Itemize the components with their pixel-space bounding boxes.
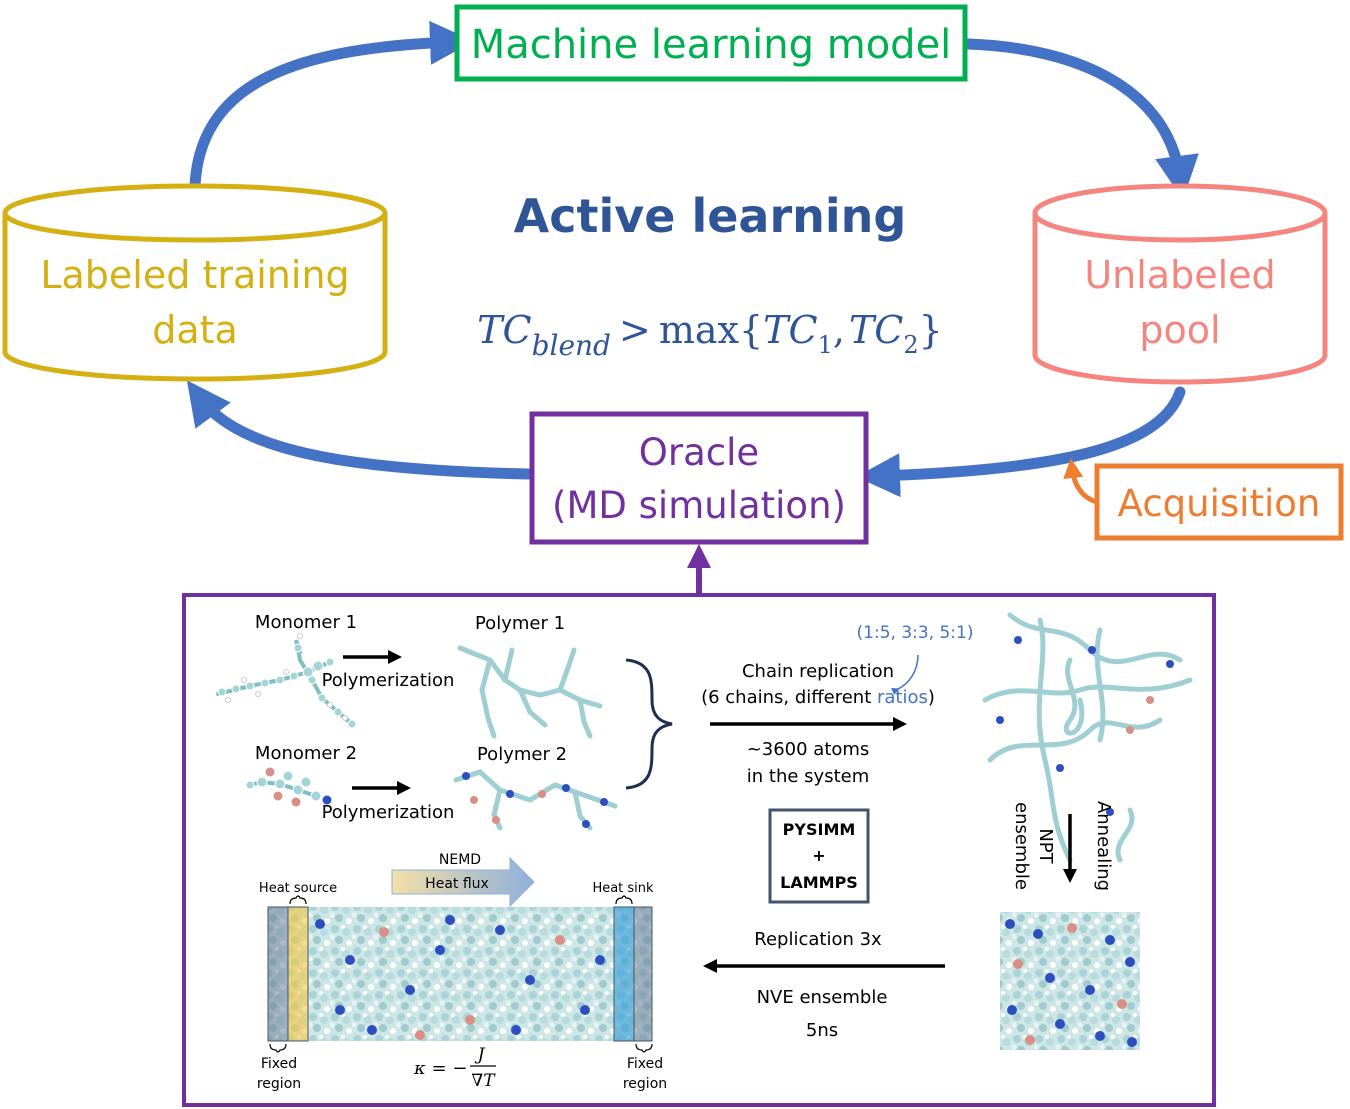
unlabeled-pool-cylinder: Unlabeled pool <box>1032 183 1328 385</box>
unlabeled-pool-line2: pool <box>1139 308 1220 352</box>
nemd-simulation-box <box>267 895 653 1053</box>
chain-ratios-label: (6 chains, different ratios) <box>701 687 935 708</box>
monomer2-molecule <box>245 766 333 808</box>
monomer1-molecule <box>216 633 357 729</box>
arrow-ml-to-unlabeled <box>962 38 1199 200</box>
fixed-region-right <box>633 906 653 1042</box>
pysimm-lammps-box: PYSIMM + LAMMPS <box>768 808 870 904</box>
polymerization2-label: Polymerization <box>322 802 455 823</box>
fixed-region-left <box>267 906 289 1042</box>
kappa-formula: κ = − J ∇T <box>413 1045 496 1091</box>
time-label: 5ns <box>806 1020 838 1041</box>
unlabeled-pool-line1: Unlabeled <box>1084 253 1275 297</box>
pysimm-label: PYSIMM <box>783 820 856 839</box>
polymer1-structure <box>457 645 603 739</box>
fixed-right-brace <box>635 1043 653 1053</box>
polymer2-structure <box>453 769 618 831</box>
replication-label: Replication 3x <box>754 929 882 950</box>
lammps-label: LAMMPS <box>780 873 858 892</box>
annealing-label: Annealing <box>1093 801 1114 891</box>
active-learning-title: Active learning <box>514 189 907 243</box>
ratios-pointer-arrow <box>891 654 919 695</box>
kappa-numerator: J <box>475 1045 486 1065</box>
kappa-lhs: κ = − <box>413 1058 467 1079</box>
ratios-note: (1:5, 3:3, 5:1) <box>857 623 974 643</box>
fixed-left-line2: region <box>257 1076 301 1092</box>
heat-source-brace <box>289 895 307 905</box>
polymer1-label: Polymer 1 <box>475 613 565 634</box>
acquisition-box: Acquisition <box>1063 458 1344 541</box>
monomer2-label: Monomer 2 <box>255 743 357 764</box>
labeled-data-cylinder: Labeled training data <box>2 183 388 382</box>
fixed-right-line2: region <box>623 1076 667 1092</box>
heat-sink-brace <box>615 895 633 905</box>
heat-flux-arrow <box>391 856 535 908</box>
atoms-line2: in the system <box>747 766 869 787</box>
fixed-right-line1: Fixed <box>627 1056 663 1072</box>
polymer-blend-heteroatoms <box>996 636 1174 816</box>
polymers-brace <box>625 658 673 790</box>
tc-blend-equation: TCblend>max{TC1,TC2} <box>477 308 943 362</box>
oracle-line1: Oracle <box>639 431 759 474</box>
oracle-box: Oracle (MD simulation) <box>529 411 869 545</box>
kappa-denominator: ∇T <box>471 1071 496 1091</box>
heat-source-region <box>287 906 309 1042</box>
fixed-left-line1: Fixed <box>261 1056 297 1072</box>
arrow-unlabeled-to-oracle <box>856 386 1186 498</box>
heat-sink-region <box>613 906 635 1042</box>
arrow-oracle-to-labeled <box>186 380 534 480</box>
oracle-line2: (MD simulation) <box>552 484 846 527</box>
fixed-left-brace <box>269 1043 287 1053</box>
equilibrated-box <box>1000 912 1140 1050</box>
npt-label: NPT <box>1035 828 1056 864</box>
heat-source-label: Heat source <box>259 881 337 896</box>
ensemble-label: ensemble <box>1011 802 1032 890</box>
monomer1-label: Monomer 1 <box>255 612 357 633</box>
ml-model-box: Machine learning model <box>454 4 968 82</box>
cycle-arrows <box>186 20 1199 498</box>
nve-label: NVE ensemble <box>757 987 888 1008</box>
ml-model-label: Machine learning model <box>471 22 952 68</box>
nemd-label: NEMD <box>439 852 481 868</box>
heat-flux-label: Heat flux <box>425 876 489 892</box>
acquisition-pointer-arrow <box>1063 458 1098 505</box>
chain-replication-label: Chain replication <box>742 661 894 682</box>
arrow-labeled-to-ml <box>189 20 474 192</box>
plus-label: + <box>812 846 825 865</box>
labeled-data-line2: data <box>152 308 238 352</box>
polymer-blend-structure <box>982 612 1193 863</box>
labeled-data-line1: Labeled training <box>40 253 349 297</box>
polymerization1-label: Polymerization <box>322 670 455 691</box>
acquisition-label: Acquisition <box>1118 482 1321 525</box>
atoms-line1: ~3600 atoms <box>747 739 870 760</box>
heat-sink-label: Heat sink <box>592 881 654 896</box>
polymer2-label: Polymer 2 <box>477 744 567 765</box>
